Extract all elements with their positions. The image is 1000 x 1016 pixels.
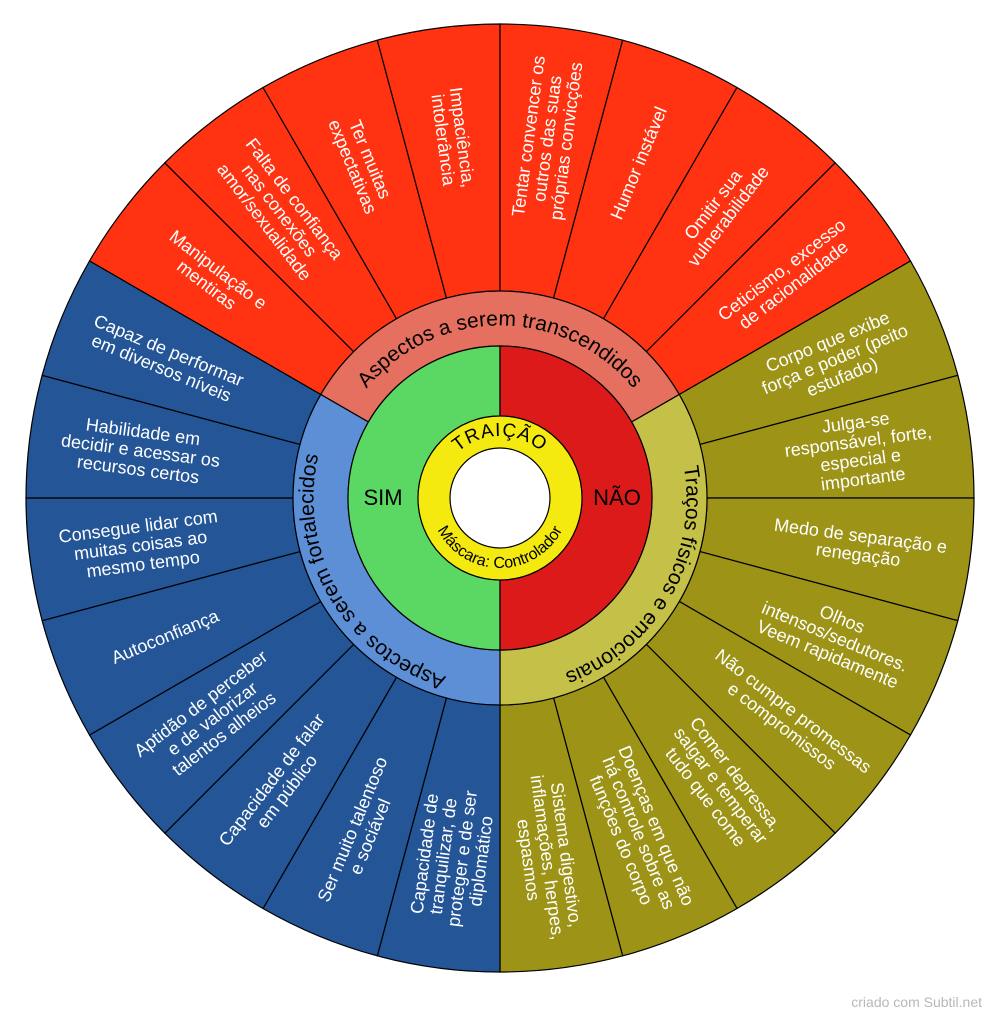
center-hole [449,447,551,549]
nao-label: NÃO [593,485,641,510]
credit-text: criado com Subtil.net [851,994,982,1010]
sim-label: SIM [363,485,402,510]
inner-sim-nao-circle: SIM NÃO [347,345,653,651]
segment-strengthen-1-label: Capacidade detranquilizar, deproteger e … [406,784,500,930]
